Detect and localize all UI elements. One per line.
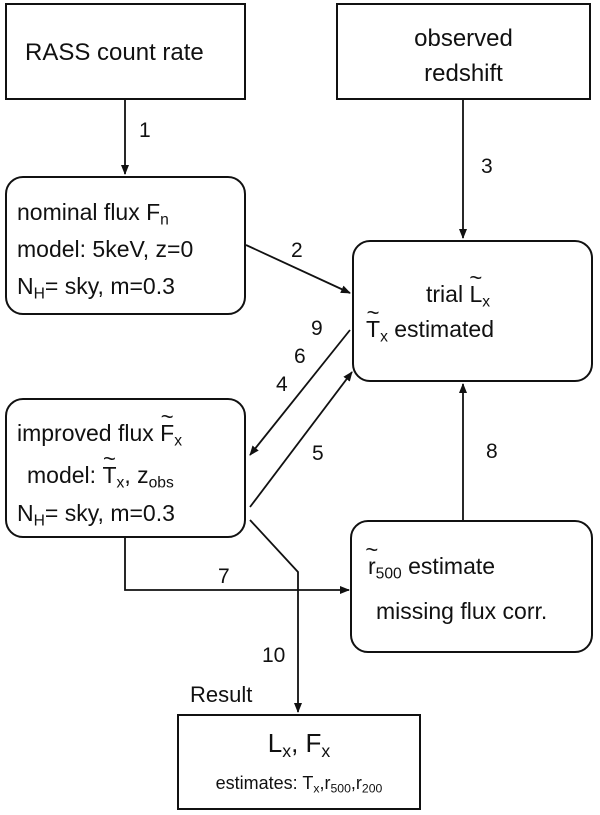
edge-label-7: 7 [218,565,230,588]
edge-label-6: 6 [294,345,306,368]
r500-estimate-line: r500 estimate [368,555,495,582]
edge-label-5: 5 [312,442,324,465]
nominal-flux-box: nominal flux Fn model: 5keV, z=0 NH= sky… [5,176,246,315]
improved-model-line: model: Tx, zobs [27,464,174,491]
redshift-label: redshift [424,60,503,87]
improved-nh-line: NH= sky, m=0.3 [17,500,175,530]
observed-label: observed [414,25,513,52]
arrow-10 [249,519,302,713]
observed-redshift-box: observed redshift [336,3,591,100]
arrow-2 [245,244,351,294]
arrow-4 [249,329,351,456]
nominal-nh-line: NH= sky, m=0.3 [17,273,175,303]
edge-label-9: 9 [311,317,323,340]
trial-lx-box: trial Lx Tx estimated [352,240,593,382]
edge-label-3: 3 [481,155,493,178]
edge-label-1: 1 [139,119,151,142]
edge-label-8: 8 [486,440,498,463]
rass-count-rate-label: RASS count rate [25,39,204,66]
edge-label-4: 4 [276,373,288,396]
missing-flux-corr-line: missing flux corr. [376,598,548,624]
rass-count-rate-box: RASS count rate [5,3,246,100]
arrow-7 [124,538,350,594]
result-lx-fx-line: Lx, Fx [267,728,331,761]
result-label: Result [190,682,253,707]
tx-estimated-line: Tx estimated [366,318,494,345]
improved-flux-line: improved flux Fx [17,422,182,449]
edge-label-10: 10 [262,644,286,667]
edge-label-2: 2 [291,239,303,262]
nominal-model-line: model: 5keV, z=0 [17,236,194,262]
r500-estimate-box: r500 estimate missing flux corr. [350,520,593,653]
trial-lx-line: trial Lx [426,283,490,310]
result-box: Lx, Fx estimates: Tx,r500,r200 [177,714,421,810]
result-estimates-line: estimates: Tx,r500,r200 [215,773,383,796]
nominal-flux-line: nominal flux Fn [17,199,169,229]
arrow-5 [249,371,353,508]
improved-flux-box: improved flux Fx model: Tx, zobs NH= sky… [5,398,246,538]
